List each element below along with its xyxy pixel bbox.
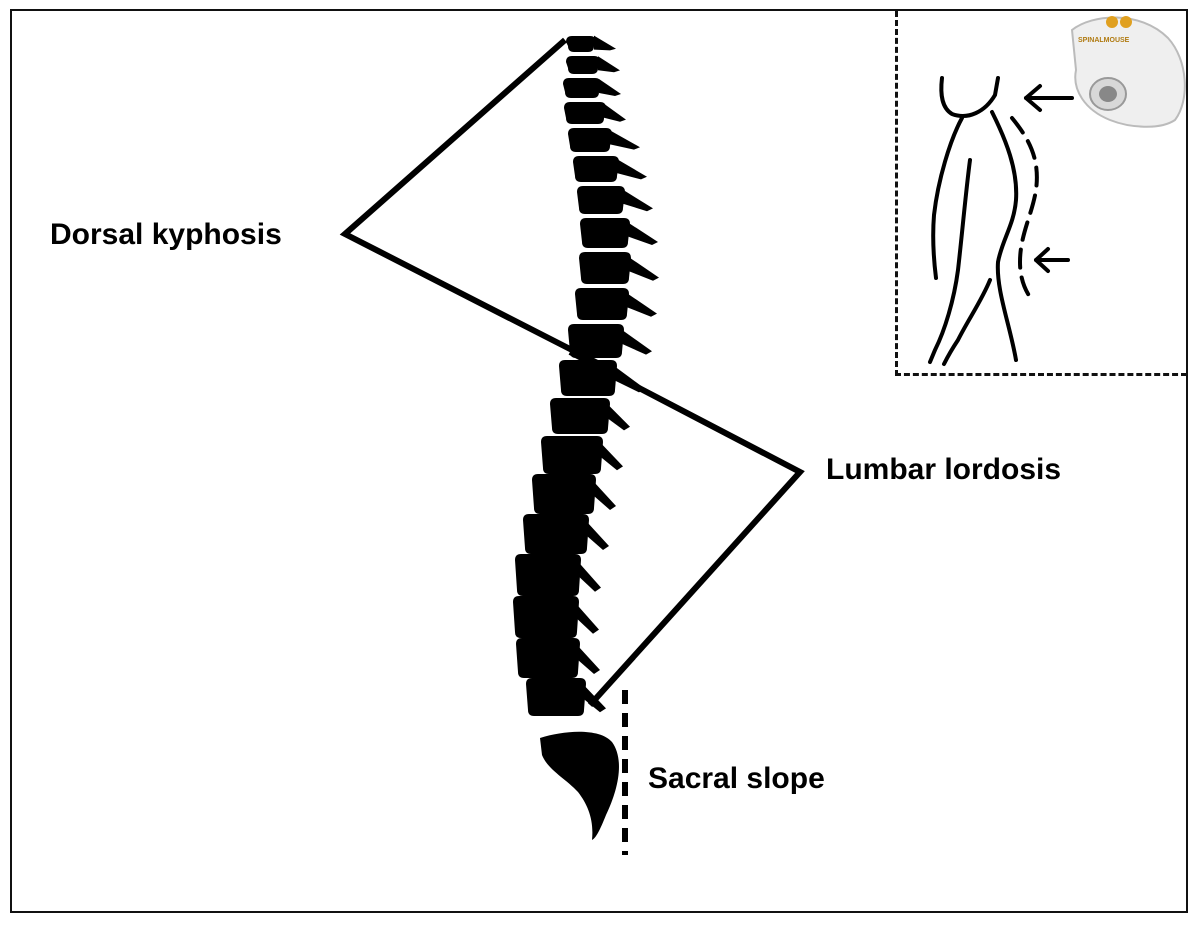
spinous-process-10 [627, 293, 657, 317]
spinous-process-9 [629, 257, 659, 281]
body-silhouette [928, 76, 1039, 366]
vertebra-13 [550, 398, 610, 434]
spinous-process-3 [599, 79, 621, 96]
lordosis-angle-lines [568, 349, 805, 708]
spinous-process-14 [601, 443, 623, 471]
spinous-process-2 [598, 56, 620, 73]
spinous-process-13 [608, 404, 630, 431]
diagram-frame [10, 9, 1188, 913]
pressure-arrows [1024, 84, 1074, 273]
vertebra-19 [516, 638, 580, 678]
dorsal-kyphosis-label: Dorsal kyphosis [50, 218, 282, 251]
vertebra-11 [568, 324, 624, 358]
sacrum [540, 731, 619, 840]
vertebra-20 [526, 678, 586, 716]
spinous-process-16 [587, 522, 609, 550]
vertebra-14 [541, 436, 603, 474]
spinous-process-8 [628, 222, 658, 245]
vertebra-3 [563, 78, 601, 98]
vertebra-5 [568, 128, 612, 152]
spinous-process-18 [577, 604, 599, 634]
spinous-process-7 [623, 189, 653, 212]
vertebra-17 [515, 554, 581, 596]
spinous-process-1 [594, 35, 616, 51]
spinous-process-11 [622, 329, 652, 355]
vertebra-1 [566, 36, 596, 52]
spinous-process-6 [617, 159, 647, 180]
vertebra-18 [513, 596, 579, 638]
device-inset-panel [895, 11, 1187, 376]
vertebra-7 [577, 186, 625, 214]
vertebra-9 [579, 252, 631, 284]
spinous-process-4 [604, 103, 626, 122]
vertebra-10 [575, 288, 629, 320]
spinous-process-17 [579, 562, 601, 592]
spinalmouse-device: SPINALMOUSE [1070, 16, 1186, 128]
vertebra-2 [566, 56, 600, 74]
lumbar-lordosis-label: Lumbar lordosis [826, 453, 1062, 486]
spinous-process-15 [594, 482, 616, 510]
spinous-process-5 [610, 130, 640, 150]
sacral-slope-label: Sacral slope [648, 762, 825, 795]
vertebra-16 [523, 514, 589, 554]
vertebra-4 [564, 102, 606, 124]
vertebra-6 [573, 156, 619, 182]
vertebra-15 [532, 474, 596, 514]
vertebra-8 [580, 218, 630, 248]
kyphosis-angle-lines [339, 37, 617, 375]
spinous-process-19 [578, 646, 600, 674]
spine-column [513, 35, 659, 716]
device-brand-text: SPINALMOUSE [1078, 37, 1130, 44]
